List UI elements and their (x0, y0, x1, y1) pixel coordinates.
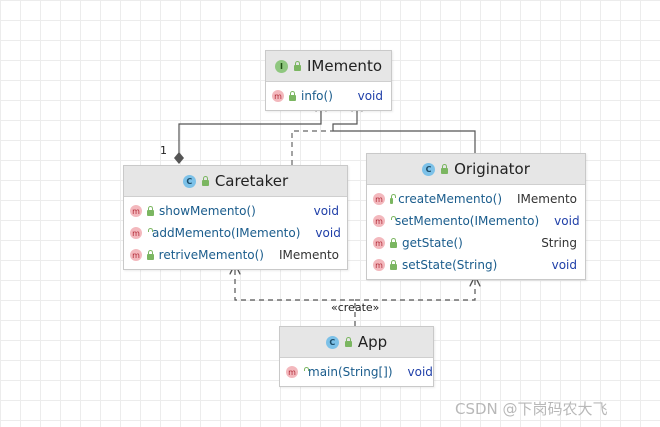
method-icon: m (373, 193, 385, 205)
method-name: createMemento() (398, 192, 502, 206)
class-header: I IMemento (266, 51, 391, 82)
aggregation-line (178, 102, 321, 158)
method-name: info() (301, 89, 333, 103)
method-name: addMemento(IMemento) (152, 226, 301, 240)
public-lock-icon (289, 91, 296, 101)
watermark: CSDN @下岗码农大飞 (455, 400, 608, 418)
method-name: setState(String) (402, 258, 498, 272)
public-lock-icon (441, 164, 449, 174)
method-icon: m (272, 90, 284, 102)
method-icon: m (373, 215, 385, 227)
public-lock-icon (147, 250, 154, 260)
method-icon: m (130, 205, 142, 217)
return-type: void (407, 365, 433, 379)
public-lock-icon (390, 194, 397, 204)
public-lock-icon (390, 238, 397, 248)
class-header: C App (280, 327, 433, 358)
public-lock-icon (294, 61, 301, 71)
method-name: retriveMemento() (158, 248, 264, 262)
method-row[interactable]: m showMemento() void (124, 200, 347, 222)
class-box-caretaker[interactable]: C Caretaker m showMemento() void m addMe… (123, 165, 348, 270)
method-row[interactable]: m main(String[]) void (280, 361, 433, 383)
method-row[interactable]: m retriveMemento() IMemento (124, 244, 347, 266)
method-row[interactable]: m addMemento(IMemento) void (124, 222, 347, 244)
return-type: void (554, 214, 580, 228)
class-name: App (357, 333, 388, 351)
return-type: void (315, 226, 341, 240)
class-name: IMemento (307, 57, 382, 75)
class-header: C Caretaker (124, 166, 347, 197)
public-lock-icon (344, 337, 352, 347)
aggregation-diamond (174, 152, 184, 164)
method-row[interactable]: m setMemento(IMemento) void (367, 210, 585, 232)
method-name: getState() (402, 236, 463, 250)
class-icon: C (325, 335, 339, 349)
create-dependency-caretaker (235, 265, 356, 326)
static-method-icon: m (286, 366, 298, 378)
return-type: String (541, 236, 577, 250)
return-type: IMemento (517, 192, 577, 206)
method-icon: m (130, 227, 142, 239)
return-type: void (313, 204, 339, 218)
create-dependency-originator (355, 277, 475, 301)
multiplicity-one: 1 (160, 144, 167, 157)
public-lock-icon (390, 260, 397, 270)
method-row[interactable]: m createMemento() IMemento (367, 188, 585, 210)
public-lock-icon (147, 206, 154, 216)
public-lock-icon (201, 176, 209, 186)
method-name: showMemento() (159, 204, 256, 218)
class-name: Caretaker (214, 172, 289, 190)
class-name: Originator (454, 160, 530, 178)
method-name: setMemento(IMemento) (395, 214, 540, 228)
class-header: C Originator (367, 154, 585, 185)
class-icon: C (182, 174, 196, 188)
interface-icon: I (275, 59, 288, 73)
method-name: main(String[]) (308, 365, 393, 379)
return-type: IMemento (279, 248, 339, 262)
create-stereotype-label: «create» (331, 301, 380, 314)
method-row[interactable]: m info() void (266, 85, 391, 107)
class-box-imemento[interactable]: I IMemento m info() void (265, 50, 392, 111)
realization-line-caretaker (291, 130, 333, 165)
realization-line-originator (332, 102, 476, 153)
return-type: void (357, 89, 383, 103)
method-icon: m (373, 237, 385, 249)
method-row[interactable]: m getState() String (367, 232, 585, 254)
method-row[interactable]: m setState(String) void (367, 254, 585, 276)
class-icon: C (422, 162, 436, 176)
class-box-app[interactable]: C App m main(String[]) void (279, 326, 434, 387)
return-type: void (551, 258, 577, 272)
class-box-originator[interactable]: C Originator m createMemento() IMemento … (366, 153, 586, 280)
method-icon: m (373, 259, 385, 271)
method-icon: m (130, 249, 142, 261)
